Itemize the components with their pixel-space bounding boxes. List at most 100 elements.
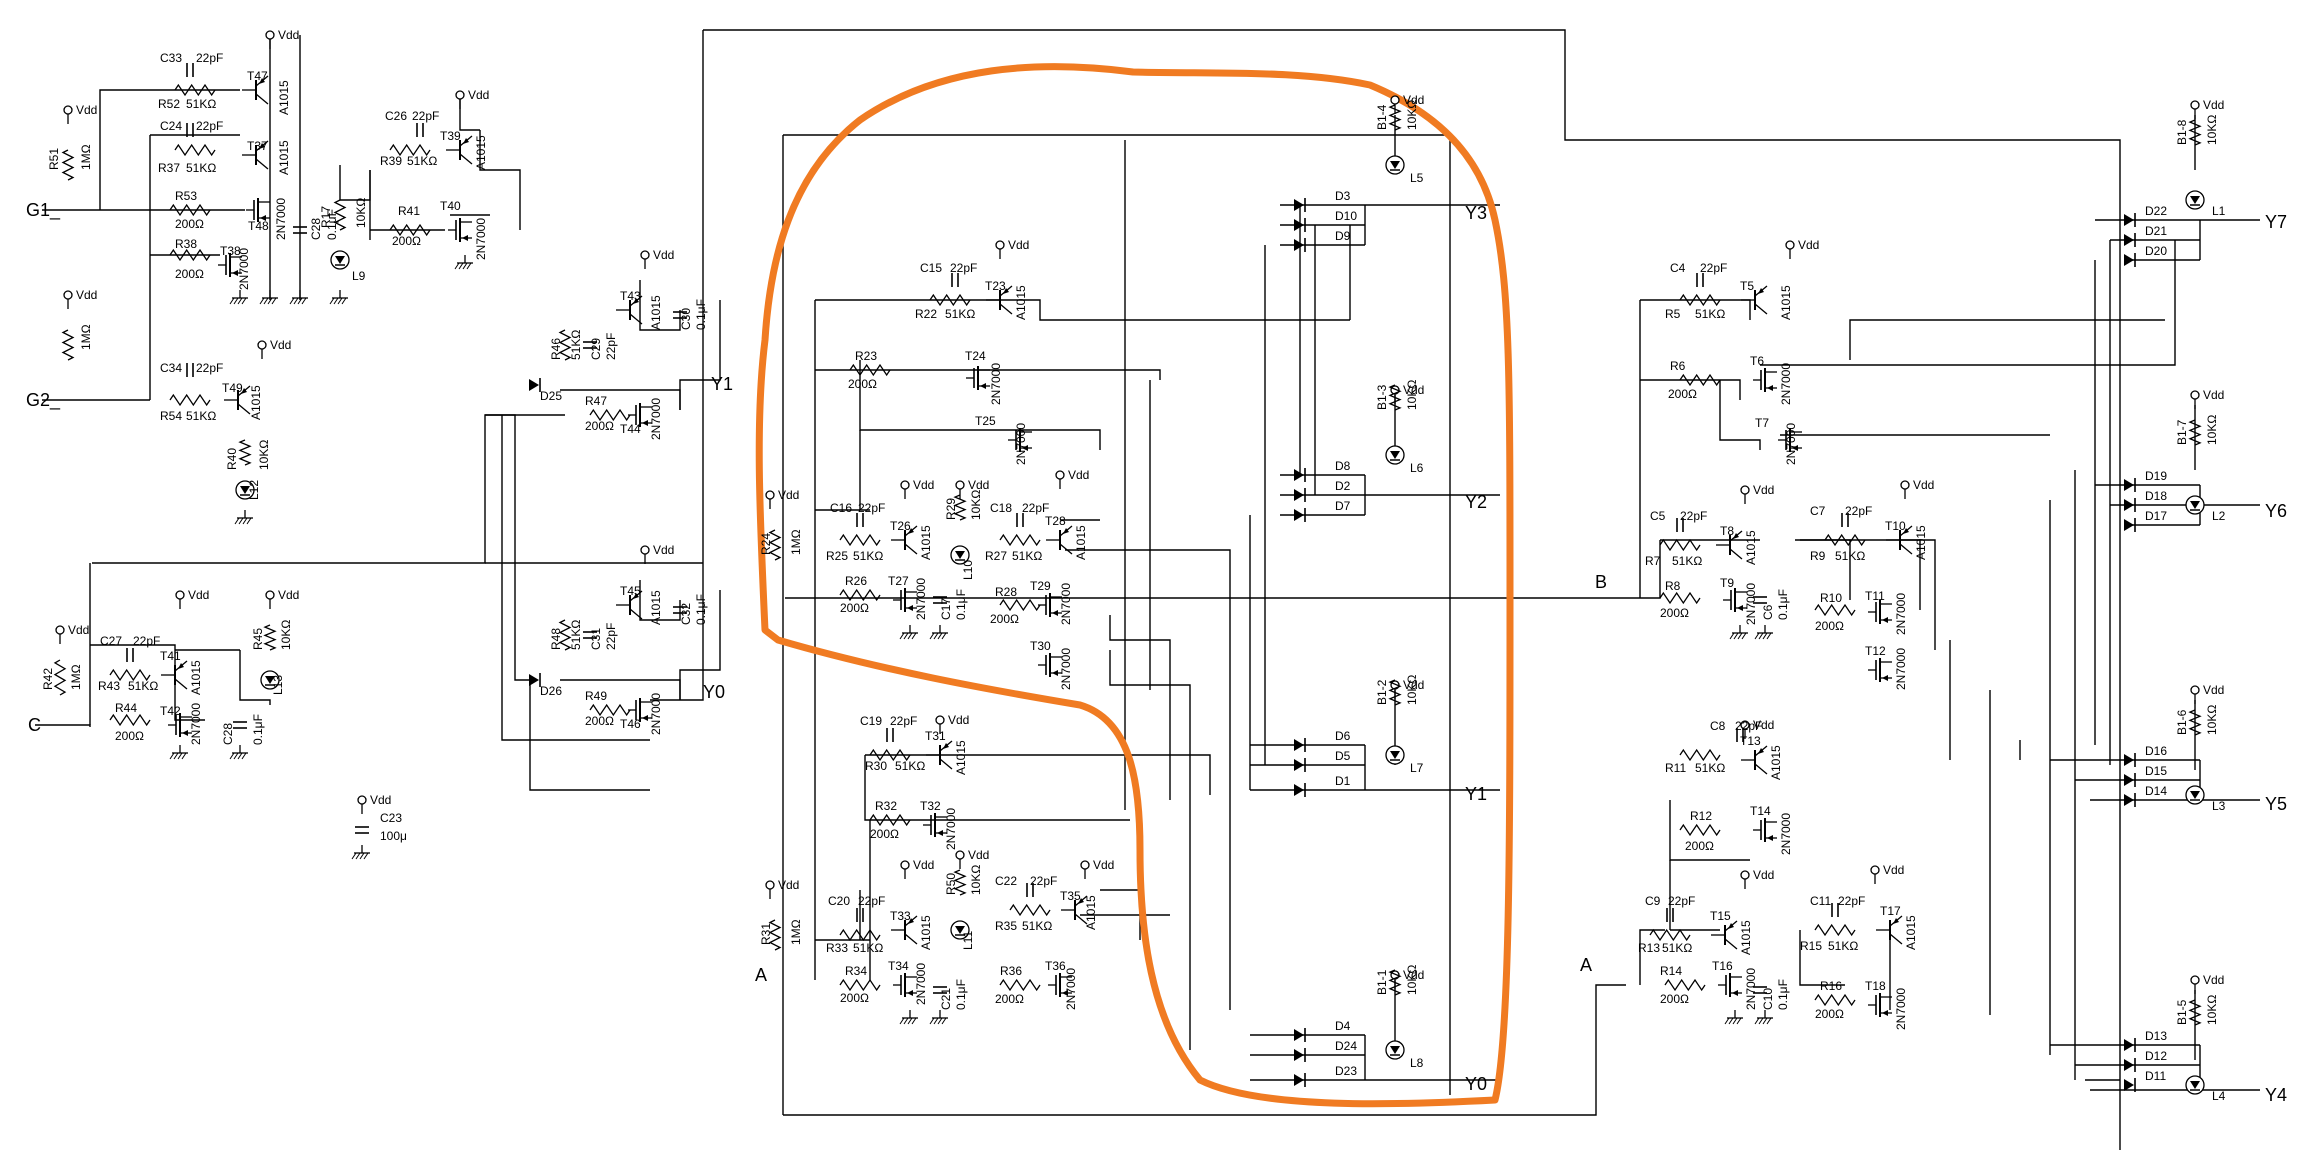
l13-led <box>260 670 280 690</box>
t41-label: T41 <box>160 649 181 663</box>
c10-value: 0.1μF <box>1776 979 1790 1010</box>
t11-transistor <box>1868 600 1892 624</box>
r52-resistor <box>174 83 216 97</box>
c8-capacitor <box>1736 728 1744 742</box>
l3-label: L3 <box>2212 799 2226 813</box>
vdd-t17 <box>1870 865 1880 884</box>
c11-label: C11 <box>1810 894 1831 908</box>
c28-upper-label: C28 <box>309 218 323 240</box>
d16-diode <box>2124 753 2136 767</box>
t17-transistor <box>1876 915 1903 945</box>
t26-type: A1015 <box>919 525 933 560</box>
r45-label: R45 <box>251 628 265 650</box>
vdd-t31 <box>935 715 945 734</box>
r17-label: R17 <box>319 206 333 228</box>
l9-label: L9 <box>352 269 366 283</box>
r17b-resistor <box>2188 419 2202 446</box>
b1-8-label: B1-8 <box>2175 119 2189 145</box>
c16-capacitor <box>856 513 864 527</box>
c28-label: C28 <box>221 723 235 745</box>
c21-label: C21 <box>939 988 953 1010</box>
d21-label: D21 <box>2145 224 2167 238</box>
r49-resistor <box>589 703 631 717</box>
t18-type: 2N7000 <box>1894 988 1908 1030</box>
l2-led <box>2185 495 2205 515</box>
d13-diode <box>2124 1038 2136 1052</box>
port-a-center: A <box>755 965 768 985</box>
c6-capacitor <box>1753 596 1767 604</box>
r52-value: 51KΩ <box>186 97 216 111</box>
t13-type: A1015 <box>1769 745 1783 780</box>
d26-diode <box>529 673 541 687</box>
vdd-label: Vdd <box>2203 98 2224 112</box>
c5-label: C5 <box>1650 509 1666 523</box>
t30-type: 2N7000 <box>1059 648 1073 690</box>
l12-label: L12 <box>247 480 261 500</box>
r42-label: R42 <box>41 668 55 690</box>
t9-transistor <box>1723 588 1747 612</box>
t36-label: T36 <box>1045 959 1066 973</box>
t26-transistor <box>891 525 918 555</box>
t49-transistor <box>224 385 251 415</box>
t16-label: T16 <box>1712 959 1733 973</box>
t40-transistor <box>448 218 472 242</box>
b1-7-value: 10KΩ <box>2205 415 2219 445</box>
r37-label: R37 <box>158 161 180 175</box>
t31-transistor <box>926 740 953 770</box>
r45-value: 10KΩ <box>279 620 293 650</box>
vdd-c23 <box>357 795 367 814</box>
r45-resistor <box>263 624 277 651</box>
d14-diode <box>2124 793 2136 807</box>
l2-label: L2 <box>2212 509 2226 523</box>
vdd-l11 <box>955 850 965 869</box>
d17-diode <box>2124 518 2136 532</box>
d6-label: D6 <box>1335 729 1351 743</box>
d4-label: D4 <box>1335 1019 1351 1033</box>
t18-label: T18 <box>1865 979 1886 993</box>
t23-transistor <box>986 285 1013 315</box>
r26-resistor <box>839 588 881 602</box>
vdd-b16 <box>2190 685 2200 704</box>
t28-label: T28 <box>1045 514 1066 528</box>
r5-label: R5 <box>1665 307 1681 321</box>
port-y1-left: Y1 <box>711 374 734 394</box>
c31-capacitor <box>583 631 597 639</box>
t31-type: A1015 <box>954 740 968 775</box>
r32-value: 200Ω <box>870 827 899 841</box>
c20-capacitor <box>856 908 864 922</box>
r27-value: 51KΩ <box>1012 549 1042 563</box>
t15-type: A1015 <box>1739 920 1753 955</box>
t24-transistor <box>966 366 990 390</box>
r43-value: 51KΩ <box>128 679 158 693</box>
r13-resistor <box>1649 928 1691 942</box>
d15-label: D15 <box>2145 764 2167 778</box>
d9-label: D9 <box>1335 229 1351 243</box>
ground-symbol <box>169 745 188 760</box>
t42-label: T42 <box>160 704 181 718</box>
r41-resistor <box>389 223 431 237</box>
t6-type: 2N7000 <box>1779 363 1793 405</box>
r31-label: R31 <box>759 923 773 945</box>
t5-label: T5 <box>1740 279 1754 293</box>
r16-label: R16 <box>1820 979 1842 993</box>
c9-value: 22pF <box>1668 894 1695 908</box>
port-y4: Y4 <box>2265 1085 2288 1105</box>
r11-value: 51KΩ <box>1695 761 1725 775</box>
t6-transistor <box>1753 368 1777 392</box>
t5-type: A1015 <box>1779 285 1793 320</box>
d10-label: D10 <box>1335 209 1357 223</box>
c11-capacitor <box>1831 903 1839 917</box>
vdd-label: Vdd <box>2203 683 2224 697</box>
ground-symbol <box>899 1010 918 1025</box>
c22-capacitor <box>1026 883 1034 897</box>
b1-5-value: 10KΩ <box>2205 995 2219 1025</box>
t29-label: T29 <box>1030 579 1051 593</box>
r46-value: 51KΩ <box>569 330 583 360</box>
vdd-label: Vdd <box>778 878 799 892</box>
r18b-resistor <box>2188 119 2202 146</box>
d17-label: D17 <box>2145 509 2167 523</box>
l6-label: L6 <box>1410 461 1424 475</box>
c30-value: 0.1μF <box>694 299 708 330</box>
r50-resistor <box>953 869 967 896</box>
port-y7: Y7 <box>2265 212 2288 232</box>
